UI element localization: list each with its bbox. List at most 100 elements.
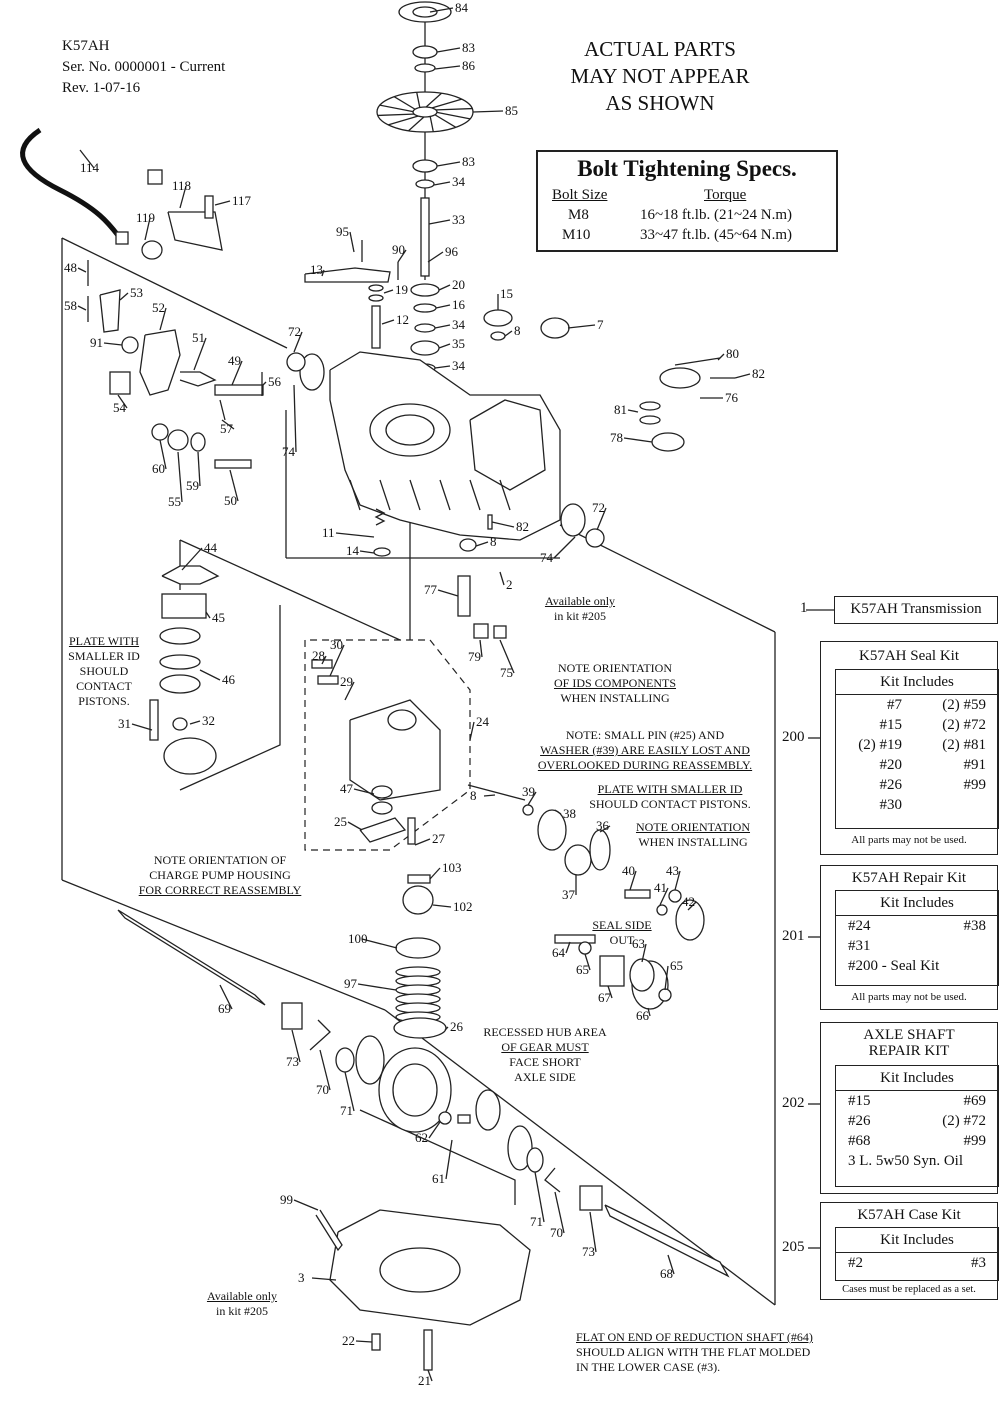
- kit-number-repair: 201: [782, 928, 805, 944]
- bearing-73: [579, 1185, 603, 1211]
- part-callout: 117: [232, 193, 252, 208]
- kit-row: #15(2) #72: [836, 715, 998, 735]
- model-number: K57AH: [62, 38, 110, 54]
- part-callout: 15: [500, 286, 513, 301]
- callout-leader: [261, 381, 267, 387]
- part-callout: 22: [342, 1333, 355, 1348]
- spring-30: [317, 675, 339, 685]
- callout-leader: [103, 342, 123, 346]
- callout-leader: [159, 439, 167, 470]
- part-callout: 47: [340, 781, 354, 796]
- bypass-arm-76: [659, 367, 701, 389]
- fan-blade: [379, 104, 416, 113]
- connector: [147, 169, 163, 185]
- note-line: Available only: [544, 594, 616, 608]
- callout-leader: [349, 231, 355, 253]
- part-callout: 57: [220, 421, 234, 436]
- seal-14: [373, 547, 391, 557]
- callout-leader: [117, 394, 128, 409]
- part-callout: 36: [596, 818, 610, 833]
- control-arm-52: [139, 329, 181, 396]
- callout-leader: [534, 1171, 545, 1223]
- part-callout: 26: [450, 1019, 464, 1034]
- part-callout: 12: [396, 312, 409, 327]
- part-callout: 42: [682, 894, 695, 909]
- kit-includes-header: Kit Includes: [836, 1066, 998, 1091]
- upper-housing-2: [329, 351, 561, 541]
- disclaimer-line-3: AS SHOWN: [605, 91, 715, 115]
- part-callout: 7: [597, 317, 604, 332]
- part-callout: 75: [500, 665, 513, 680]
- note-charge-pump: NOTE ORIENTATION OF CHARGE PUMP HOUSING …: [120, 853, 320, 898]
- callout-leader: [428, 219, 451, 225]
- part-callout: 65: [576, 962, 589, 977]
- callout-leader: [504, 330, 513, 337]
- kit-row: (2) #19(2) #81: [836, 735, 998, 755]
- bolt-117: [204, 195, 214, 219]
- part-callout: 60: [152, 461, 165, 476]
- note-line: NOTE ORIENTATION OF: [153, 853, 287, 867]
- note-seal-side: SEAL SIDE OUT: [590, 918, 654, 948]
- ids-dashed-boundary: [304, 639, 471, 851]
- note-line: CONTACT: [76, 679, 132, 693]
- part-callout: 34: [452, 174, 466, 189]
- kit-part-left: #20: [879, 757, 903, 773]
- bevel-gear: [355, 1035, 385, 1085]
- disclaimer-line-1: ACTUAL PARTS: [584, 37, 736, 61]
- callout-leader: [469, 721, 475, 741]
- switch-119: [141, 240, 163, 260]
- kit-part-left: #24: [848, 918, 871, 934]
- callout-leader: [664, 965, 669, 991]
- part-callout: 55: [168, 494, 181, 509]
- case-kit-note: Cases must be replaced as a set.: [842, 1284, 976, 1295]
- part-callout: 114: [80, 160, 100, 175]
- part-callout: 103: [442, 860, 462, 875]
- part-callout: 20: [452, 277, 465, 292]
- callout-leader: [383, 289, 394, 294]
- housing-fin: [469, 479, 481, 511]
- callout-leader: [434, 324, 451, 329]
- part-callout: 73: [582, 1244, 595, 1259]
- part-callout: 50: [224, 493, 237, 508]
- bolt-size-header: Bolt Size: [552, 187, 608, 203]
- assembly-boundary: [61, 237, 288, 349]
- callout-leader: [355, 1340, 373, 1343]
- kit-row: 3 L. 5w50 Syn. Oil: [836, 1151, 998, 1171]
- callout-leader: [311, 1277, 337, 1281]
- callout-leader: [479, 639, 483, 658]
- callout-leader: [444, 1026, 449, 1031]
- o-ring-19: [368, 294, 384, 302]
- shaft-40: [624, 889, 651, 899]
- shaft-49: [214, 384, 264, 396]
- washer-65: [658, 988, 672, 1002]
- part-callout: 85: [505, 103, 518, 118]
- part-callout: 2: [506, 577, 513, 592]
- seal-72: [286, 352, 306, 372]
- snap-ring-34: [414, 323, 436, 333]
- kit-includes-header: Kit Includes: [836, 670, 998, 695]
- o-ring-81: [639, 401, 661, 411]
- part-callout: 67: [598, 990, 612, 1005]
- part-callout: 13: [310, 262, 323, 277]
- housing-bore-inner: [385, 414, 435, 446]
- kit-part-left: #26: [848, 1113, 871, 1129]
- bevel-gear: [475, 1089, 501, 1131]
- input-shaft-33: [420, 197, 430, 277]
- part-callout: 96: [445, 244, 459, 259]
- callout-leader: [567, 324, 596, 329]
- note-avail-lower: Available only in kit #205: [182, 1289, 302, 1319]
- torque-cell: 16~18 ft.lb. (21~24 N.m): [640, 207, 793, 223]
- callout-leader: [189, 720, 201, 725]
- bracket-118: [167, 211, 223, 251]
- callout-leader: [353, 788, 375, 795]
- callout-leader: [589, 1211, 597, 1253]
- bevel-gear: [507, 1125, 533, 1171]
- part-callout: 43: [666, 863, 679, 878]
- part-callout: 62: [415, 1130, 428, 1145]
- axle-kit-title-2: REPAIR KIT: [868, 1043, 950, 1059]
- fan-blade: [424, 92, 442, 109]
- part-callout: 34: [452, 358, 466, 373]
- callout-leader: [293, 331, 303, 353]
- seal-72: [585, 528, 605, 548]
- plug-8: [371, 801, 393, 815]
